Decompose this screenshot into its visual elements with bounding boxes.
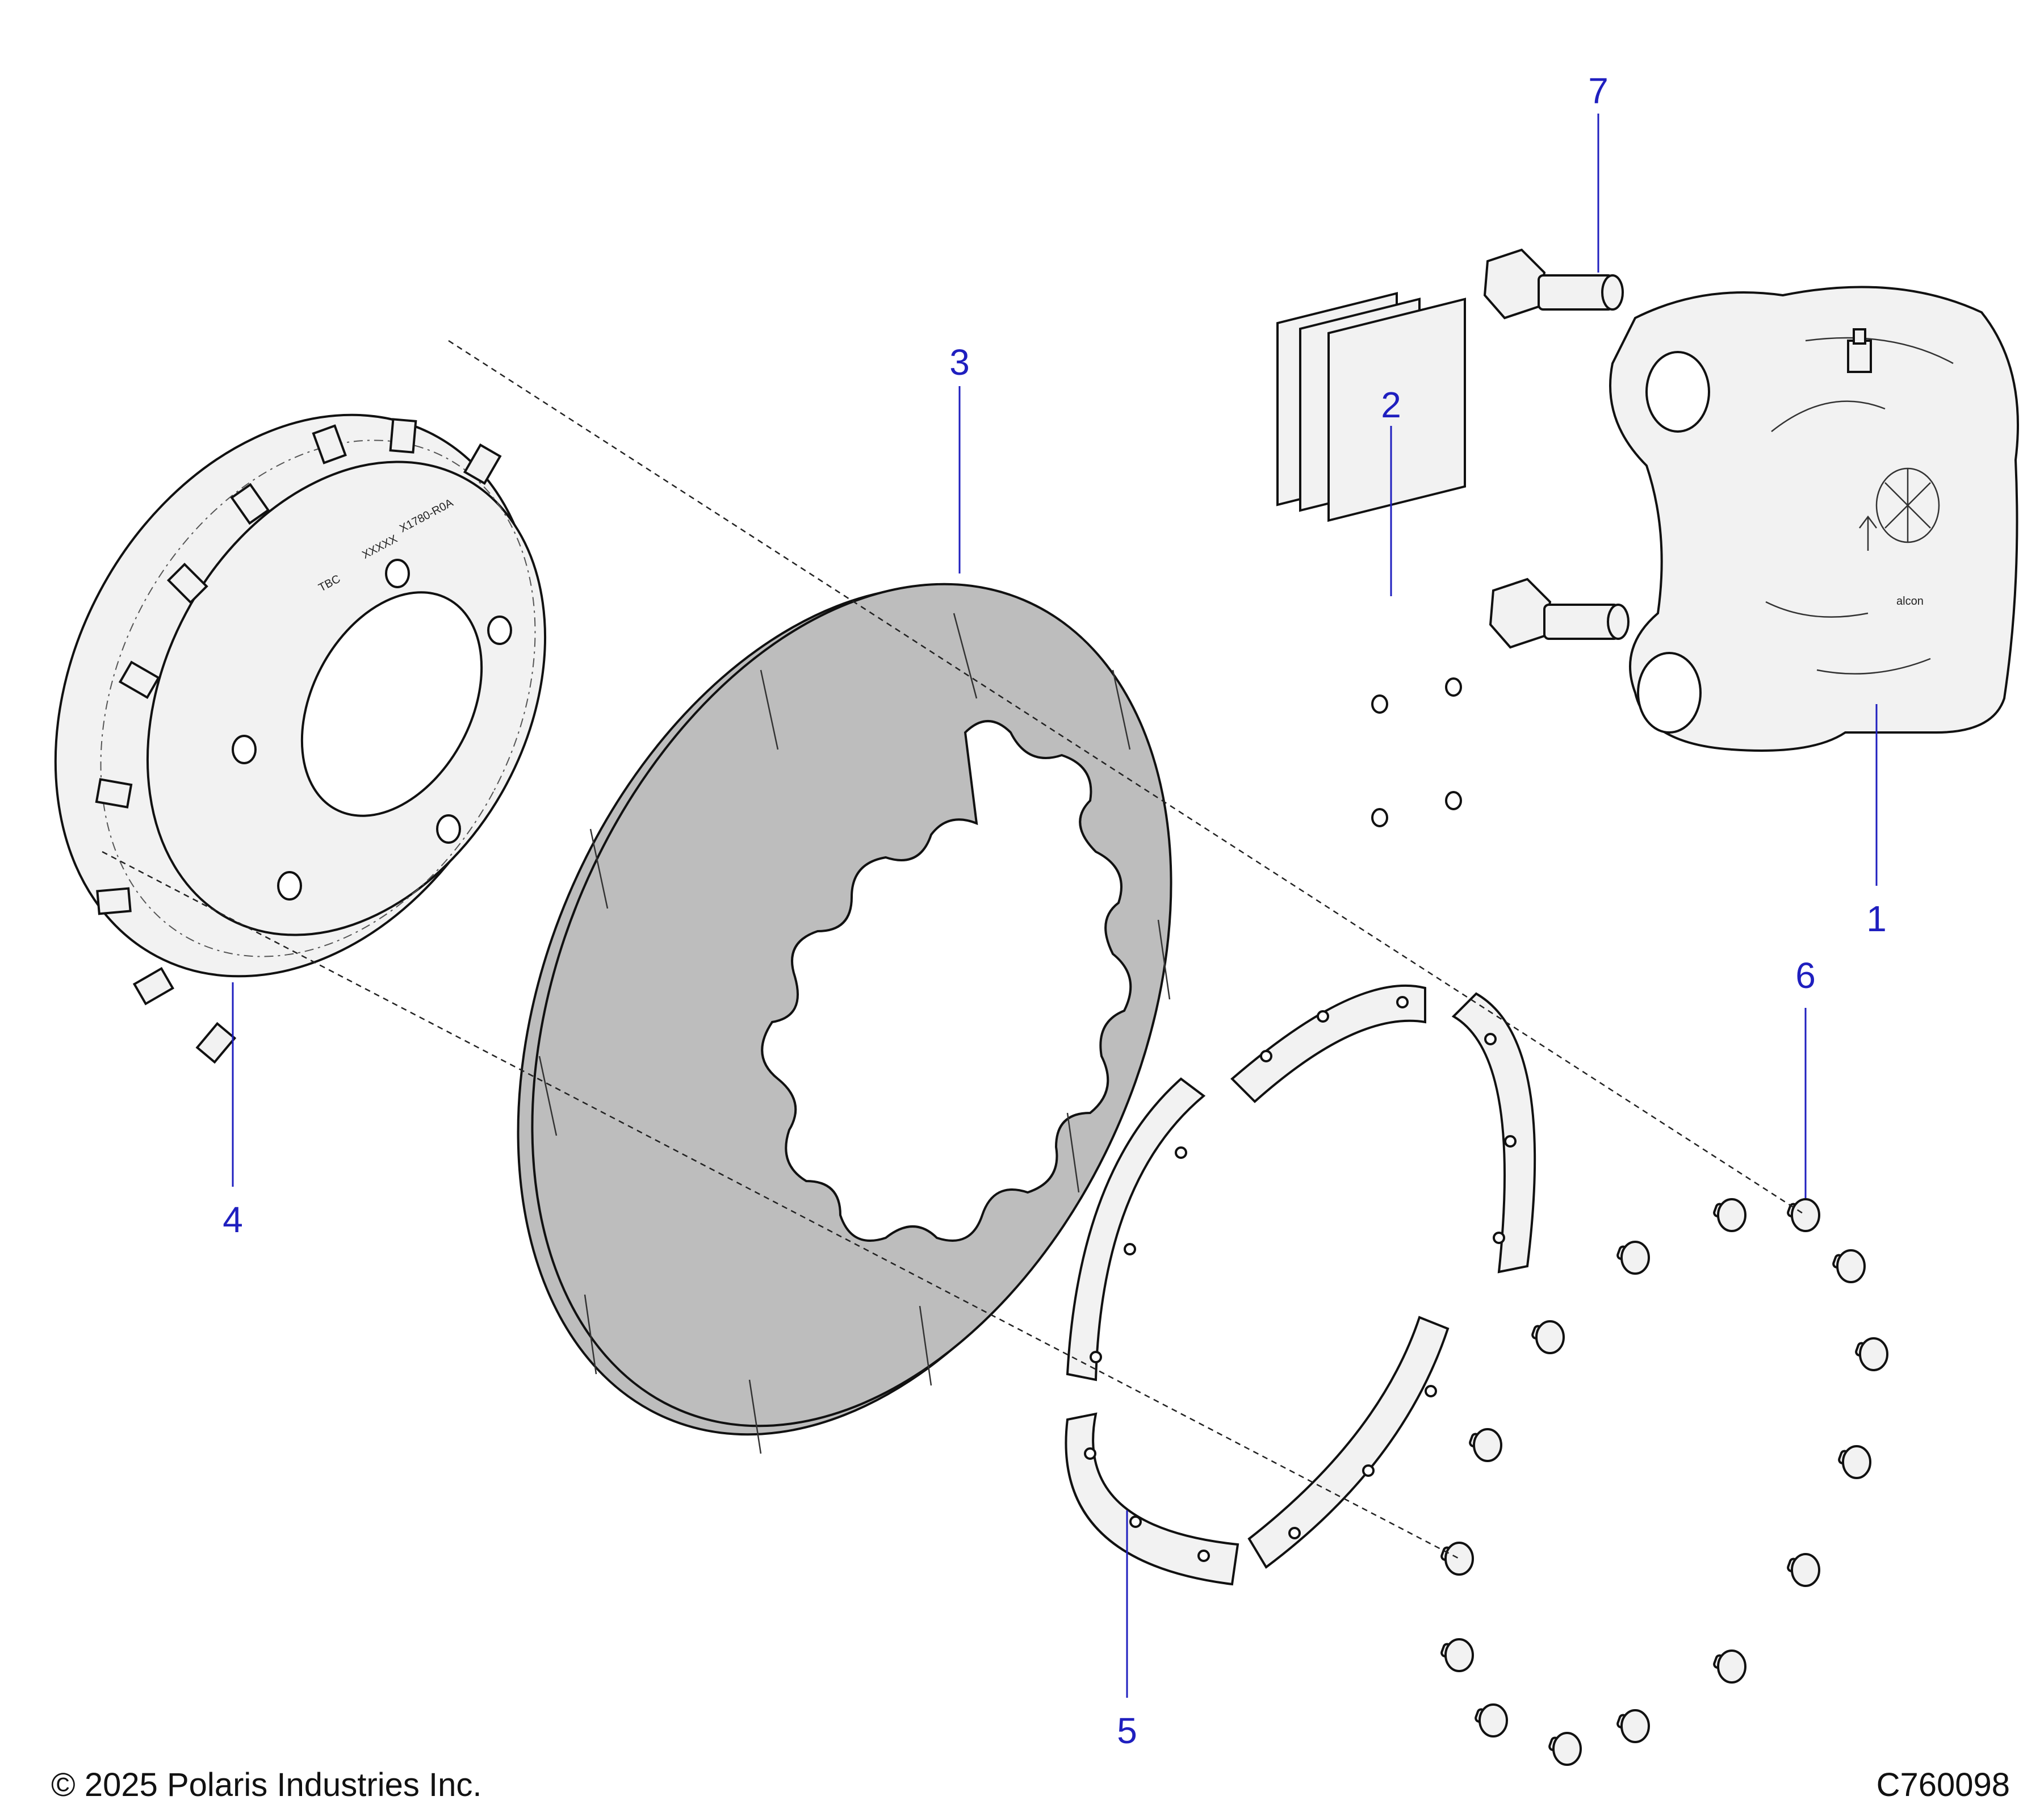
screw xyxy=(1787,1198,1820,1232)
ring-segment-left xyxy=(1066,1077,1206,1381)
callout-1: 1 xyxy=(1866,704,1887,939)
rotor-screws xyxy=(1440,1198,1888,1766)
screw xyxy=(1832,1249,1866,1283)
screw xyxy=(1855,1337,1888,1371)
svg-text:3: 3 xyxy=(949,342,970,383)
screw xyxy=(1531,1320,1565,1354)
svg-text:5: 5 xyxy=(1117,1710,1137,1751)
callout-3: 3 xyxy=(949,342,970,573)
brake-rotor xyxy=(517,583,1172,1454)
caliper-bolt-lower xyxy=(1489,577,1630,649)
svg-text:4: 4 xyxy=(223,1199,243,1240)
screw xyxy=(1469,1428,1502,1462)
ring-segment-top xyxy=(1230,984,1426,1103)
callout-2: 2 xyxy=(1381,384,1401,596)
screw xyxy=(1616,1241,1650,1275)
screw xyxy=(1838,1445,1871,1479)
callout-7: 7 xyxy=(1588,70,1609,273)
ring-segment-bottom-left xyxy=(1065,1412,1239,1586)
screw xyxy=(1713,1649,1746,1684)
callout-6: 6 xyxy=(1795,955,1816,1198)
callout-4: 4 xyxy=(223,982,243,1240)
screw xyxy=(1616,1709,1650,1743)
screw xyxy=(1440,1638,1474,1672)
figure-code: C760098 xyxy=(1876,1766,2010,1803)
screw xyxy=(1548,1732,1582,1766)
copyright-notice: © 2025 Polaris Industries Inc. xyxy=(51,1766,482,1803)
caliper-logo xyxy=(1875,467,1940,543)
mounting-ring-segments xyxy=(1065,984,1536,1586)
brake-pads xyxy=(1276,292,1466,827)
screw xyxy=(1713,1198,1746,1232)
screw xyxy=(1475,1703,1508,1738)
caliper-bolts xyxy=(1483,248,1630,649)
ring-segment-right-upper xyxy=(1451,992,1536,1274)
hub-bell: X1780-R0A XXXXX TBC xyxy=(54,413,547,1064)
rotor-slots xyxy=(538,613,1171,1454)
screw xyxy=(1440,1542,1474,1576)
screw xyxy=(1787,1553,1820,1587)
ring-segment-holes xyxy=(1084,996,1517,1562)
svg-text:7: 7 xyxy=(1588,70,1609,111)
svg-text:6: 6 xyxy=(1795,955,1816,996)
brake-caliper: alcon xyxy=(1609,286,2019,752)
assembly-lines xyxy=(102,340,1806,1560)
callout-5: 5 xyxy=(1117,1510,1137,1751)
caliper-brand-marking: alcon xyxy=(1896,595,1924,608)
caliper-bolt-upper xyxy=(1483,248,1624,320)
ring-segment-right-lower xyxy=(1247,1316,1450,1569)
svg-text:1: 1 xyxy=(1866,898,1887,939)
hub-rim-notches xyxy=(95,418,502,1064)
svg-text:2: 2 xyxy=(1381,384,1401,425)
